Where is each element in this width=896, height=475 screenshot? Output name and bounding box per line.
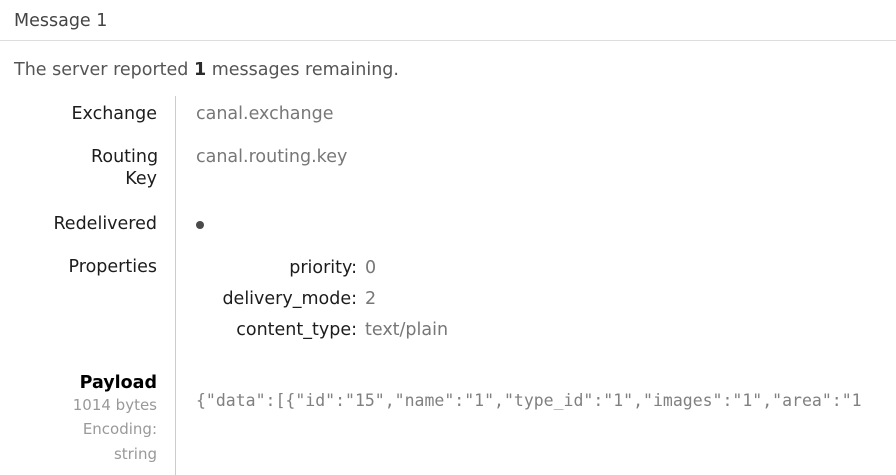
server-report-suffix: messages remaining. (206, 60, 399, 80)
property-row-priority: priority: 0 (196, 257, 896, 280)
property-key: delivery_mode: (222, 288, 357, 309)
table-row-properties: Properties priority: 0 delivery_mode: 2 co… (0, 248, 896, 365)
routing-key-value: canal.routing.key (175, 139, 896, 206)
payload-label: Payload (79, 372, 157, 393)
property-key: content_type: (236, 319, 357, 340)
payload-encoding-label: Encoding: (82, 420, 157, 439)
table-row-payload: Payload 1014 bytes Encoding: string {"da… (0, 364, 896, 475)
table-row-routing-key: Routing Key canal.routing.key (0, 139, 896, 206)
payload-value-cell: {"data":[{"id":"15","name":"1","type_id"… (175, 364, 896, 475)
property-value: 2 (365, 288, 377, 309)
property-row-content-type: content_type: text/plain (196, 319, 896, 342)
payload-content: {"data":[{"id":"15","name":"1","type_id"… (196, 390, 862, 410)
payload-label-block: Payload 1014 bytes Encoding: string (0, 365, 176, 475)
server-report-prefix: The server reported (14, 60, 194, 80)
property-key: priority: (289, 257, 357, 278)
redelivered-dot-icon (196, 220, 204, 229)
routing-key-label: Routing Key (91, 147, 159, 189)
message-section-header: Message 1 (0, 0, 896, 41)
property-value: 0 (365, 257, 377, 278)
message-details-table: Exchange canal.exchange Routing Key cana… (0, 96, 896, 475)
table-row-redelivered: Redelivered (0, 205, 896, 249)
server-report-text: The server reported 1 messages remaining… (14, 60, 896, 80)
properties-label: Properties (68, 256, 157, 277)
property-row-delivery-mode: delivery_mode: 2 (196, 288, 896, 311)
payload-encoding-value: string (113, 444, 157, 463)
page-title: Message 1 (14, 11, 108, 31)
redelivered-value (175, 205, 896, 249)
payload-size: 1014 bytes (72, 395, 157, 414)
exchange-value: canal.exchange (175, 96, 896, 139)
properties-value: priority: 0 delivery_mode: 2 content_type:… (175, 248, 896, 365)
messages-remaining-count: 1 (193, 60, 207, 80)
redelivered-label: Redelivered (53, 213, 157, 234)
table-row-exchange: Exchange canal.exchange (0, 96, 896, 139)
exchange-label: Exchange (71, 104, 157, 124)
property-value: text/plain (365, 319, 449, 340)
